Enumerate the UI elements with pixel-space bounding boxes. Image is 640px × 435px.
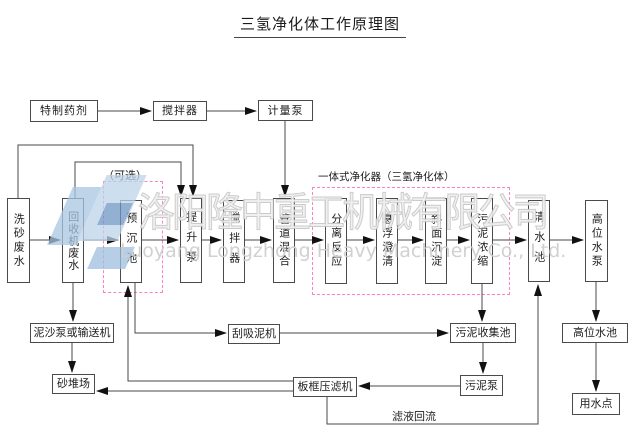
- node-high-level-tank: 高位水池: [562, 323, 628, 343]
- node-recycler-wastewater: 回收机废水: [62, 198, 84, 283]
- node-high-level-pump: 高位水泵: [585, 200, 608, 282]
- node-sludge-pump: 污泥泵: [460, 375, 503, 396]
- node-clear-water-tank: 清水池: [528, 200, 550, 282]
- node-sediment-pump-or-conveyor: 泥沙泵或输送机: [30, 323, 114, 343]
- node-inclined-sedimentation: 斜面沉淀: [425, 198, 447, 284]
- node-special-agent: 特制药剂: [30, 100, 98, 122]
- node-lift-pump: 提升泵: [180, 198, 202, 283]
- filtrate-return-label: 滤液回流: [392, 410, 436, 423]
- node-mud-scraper: 刮吸泥机: [228, 324, 280, 344]
- node-mixer-main: 搅拌器: [223, 200, 245, 283]
- node-filter-press: 板框压滤机: [293, 377, 357, 397]
- node-metering-pump: 计量泵: [258, 100, 313, 121]
- node-sand-washing-wastewater: 洗砂废水: [7, 198, 30, 283]
- optional-label: （可选）: [103, 169, 147, 182]
- node-sand-yard: 砂堆场: [52, 374, 95, 394]
- integrated-unit-label: 一体式净化器（三氢净化体）: [318, 171, 455, 183]
- node-pipeline-mixing: 管道混合: [273, 198, 295, 283]
- node-sludge-collection-tank: 污泥收集池: [450, 323, 516, 343]
- page-title: 三氢净化体工作原理图: [233, 13, 407, 38]
- node-separation-reaction: 分离反应: [325, 198, 347, 284]
- node-sludge-thickening: 污泥浓缩: [471, 198, 493, 284]
- node-water-use-point: 用水点: [572, 393, 620, 415]
- node-suspension-clarification: 悬浮澄清: [376, 198, 398, 284]
- node-mixer-top: 搅拌器: [153, 101, 207, 121]
- node-pre-sedimentation-tank: 预沉池: [120, 200, 142, 283]
